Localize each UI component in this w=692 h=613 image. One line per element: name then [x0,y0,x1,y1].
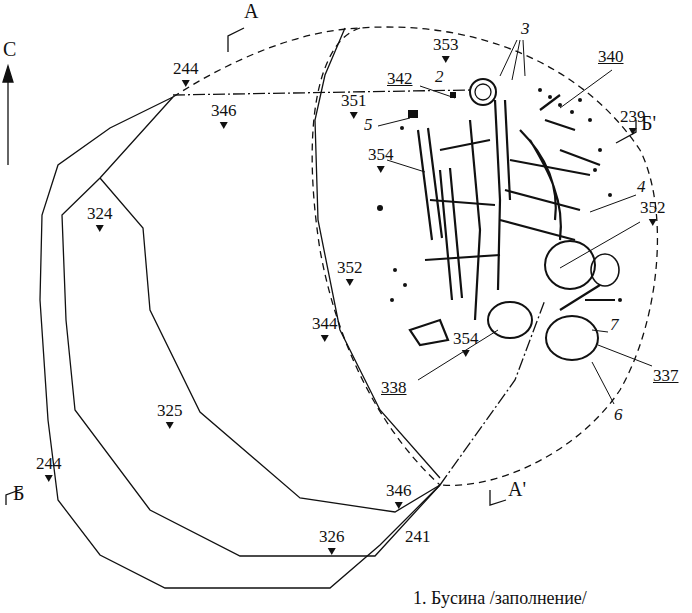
bead [470,79,496,105]
elevation-number: 353 [433,36,459,54]
elevation-number: 3 [521,20,530,38]
elevation-number: 354 [453,330,479,348]
elevation-number: 342 [387,70,413,88]
elevation-triangle [350,112,358,119]
elevation-triangle [629,128,637,135]
elevation-number: 5 [364,116,373,134]
elevation-triangle [96,225,104,232]
elevation-number: 244 [173,60,199,78]
section-marker [490,490,506,505]
elevation-number: 4 [637,178,646,196]
elevation-triangle [442,56,450,63]
elevation-number: 344 [312,315,338,333]
elevation-triangle [328,548,336,555]
north-arrow [7,72,8,165]
elevation-triangle [649,219,657,226]
section-letter: С [3,40,16,58]
skull [591,254,619,286]
elevation-number: 7 [610,316,619,334]
elevation-number: 354 [368,146,394,164]
contour-line [62,97,440,556]
elevation-number: 2 [435,68,444,86]
caption: 1. Бусина /заполнение/ [413,588,587,609]
section-letter: Б' [641,114,656,132]
elevation-number: 324 [87,205,113,223]
skeleton [410,95,615,345]
bead [475,84,491,100]
elevation-number: 346 [386,482,412,500]
section-line [440,300,545,485]
pit-outline [40,97,440,588]
elevation-number: 241 [405,528,431,546]
grave-dashed-outline [312,28,440,485]
scattered-finds [377,88,622,302]
section-letter: Б [13,484,24,502]
contour-line [100,178,440,512]
elevation-number: 352 [640,199,666,217]
elevation-triangle [346,279,354,286]
elevation-triangle [321,335,329,342]
elevation-number: 351 [341,92,367,110]
leader-line [378,40,652,404]
north-arrowhead [3,66,13,82]
elevation-number: 325 [157,402,183,420]
elevation-number: 352 [337,259,363,277]
section-letter: А [244,2,258,20]
section-marker [228,28,244,52]
pit-dashed-outline [173,27,657,485]
elevation-number: 337 [653,367,679,385]
elevation-triangle [462,350,470,357]
elevation-triangle [45,475,53,482]
skull [546,316,598,360]
elevation-triangle [182,80,190,87]
contour-line [315,28,440,478]
elevation-number: 340 [598,48,624,66]
elevation-triangle [220,122,228,129]
elevation-number: 244 [36,455,62,473]
elevation-triangle [377,166,385,173]
elevation-triangle [395,502,403,509]
elevation-number: 6 [614,406,623,424]
elevation-number: 326 [319,528,345,546]
elevation-number: 338 [381,379,407,397]
elevation-number: 346 [211,102,237,120]
section-letter: А' [508,480,526,498]
skull [545,241,595,289]
elevation-triangle [166,422,174,429]
section-line [173,90,470,95]
